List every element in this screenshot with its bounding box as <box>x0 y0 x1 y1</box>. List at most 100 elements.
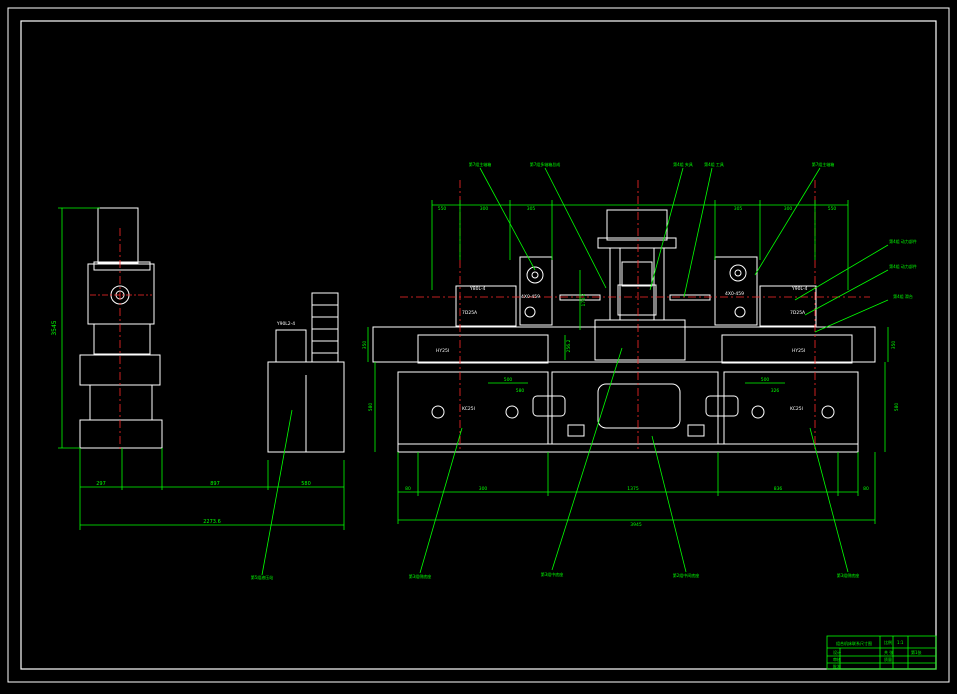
left-column-upper <box>93 323 151 355</box>
right-tool-bar <box>669 294 711 301</box>
callout-c6: 第4组 动力部件 <box>889 238 917 244</box>
label-slide-right: HY25I <box>792 348 805 354</box>
dim-right-h1: 350 <box>362 341 368 350</box>
label-motor-right: Y90L-4 <box>791 286 808 292</box>
left-side-view <box>79 207 163 449</box>
left-dimensions <box>58 207 345 530</box>
dim-left-w2: 897 <box>210 481 220 487</box>
dim-right-top1: 550 <box>438 206 447 212</box>
right-coupling-cover <box>705 395 739 417</box>
outer-frame <box>7 7 950 683</box>
dim-right-low4: 836 <box>774 486 783 492</box>
dim-right-top5: 300 <box>784 206 793 212</box>
dim-left-w3: 580 <box>301 481 311 487</box>
dim-right-top6: 550 <box>828 206 837 212</box>
label-base-right: KC25I <box>790 406 803 412</box>
dim-left-total: 2273.6 <box>203 519 221 525</box>
left-power-head <box>455 285 517 327</box>
dim-center-h2: 178.2 <box>581 293 587 306</box>
floor-plate <box>397 443 859 453</box>
right-dimensions <box>367 200 889 524</box>
left-motor-top <box>97 207 139 264</box>
callout-labels: 第7组主轴箱 第7组多轴箱总成 第4组 夹具 第4组 工具 第7组主轴箱 第4组… <box>409 161 917 579</box>
top-slideway <box>372 326 876 363</box>
fixture-post-right <box>653 247 665 321</box>
title-block-sheet-label: 共 张 <box>884 649 893 655</box>
callout-c8: 第4组 滑台 <box>893 293 913 299</box>
callout-c4: 第4组 工具 <box>704 161 724 167</box>
dim-left-height: 3545 <box>51 320 58 335</box>
dim-right-top3: 305 <box>527 206 536 212</box>
component-labels: Y80L-4 Y90L-4 4X0-459 4X0-459 HY25I HY25… <box>436 286 808 412</box>
dim-right-total: 3945 <box>630 522 642 528</box>
gear-details <box>431 264 835 419</box>
right-power-head <box>759 285 817 327</box>
title-block-mass-label: 质量 <box>884 656 892 662</box>
callout-c12: 第2组中间底座 <box>673 572 700 578</box>
title-block-title: 组合机床联系尺寸图 <box>836 640 872 646</box>
right-spindle-housing <box>714 256 758 326</box>
dim-left-w1: 297 <box>96 481 106 487</box>
hydraulic-cooler <box>311 292 339 363</box>
label-gear-right: 4X0-459 <box>725 291 744 297</box>
callout-c1: 第7组主轴箱 <box>469 161 492 167</box>
fixture-post-left <box>609 247 621 321</box>
label-pump: Y90L2-4 <box>276 321 295 327</box>
title-block-text: 组合机床联系尺寸图 设计 审核 批准 比例 1:1 共 张 第1张 质量 <box>833 639 922 669</box>
label-slide-left: HY25I <box>436 348 449 354</box>
dim-right-h2: 580 <box>368 403 374 412</box>
dim-slide-w4: 326 <box>771 388 780 394</box>
inner-frame <box>20 20 937 670</box>
dim-right-top2: 300 <box>480 206 489 212</box>
dim-right-low3: 1375 <box>627 486 639 492</box>
fixture-base <box>594 319 686 361</box>
title-block-sheet-value: 第1张 <box>911 649 922 655</box>
title-block-scale-value: 1:1 <box>897 640 904 645</box>
dim-slide-w1: 500 <box>504 377 513 383</box>
label-base-left: KC25I <box>462 406 475 412</box>
middle-left-slot <box>567 424 585 437</box>
label-power-right: 7D25A <box>790 310 806 316</box>
left-slide <box>417 334 549 364</box>
dim-right-low2: 300 <box>479 486 488 492</box>
fixture-crossbeam <box>597 237 677 249</box>
callout-c13: 第3组侧底座 <box>837 572 860 578</box>
left-coupling-cover <box>532 395 566 417</box>
callout-c3: 第4组 夹具 <box>673 161 693 167</box>
middle-base-door <box>597 383 681 429</box>
dim-slide-w3: 500 <box>761 377 770 383</box>
title-block-designer: 设计 <box>833 649 841 655</box>
fixture-cylinder <box>621 261 653 287</box>
leader-hydraulic <box>261 409 293 576</box>
callout-c11: 第3组中底座 <box>541 571 564 577</box>
leader-lines <box>419 167 889 574</box>
dim-slide-w2: 580 <box>516 388 525 394</box>
title-block-checker: 审核 <box>833 656 841 662</box>
left-motor-flange <box>93 261 151 271</box>
hydraulic-station <box>267 292 345 453</box>
fixture-top <box>606 209 668 241</box>
label-motor-left: Y80L-4 <box>469 286 486 292</box>
callout-hydraulic: 第5组液压站 <box>251 574 274 580</box>
dim-right-h4: 580 <box>894 403 900 412</box>
callout-c10: 第3组侧底座 <box>409 573 432 579</box>
middle-right-slot <box>687 424 705 437</box>
callout-c5: 第7组主轴箱 <box>812 161 835 167</box>
title-block-approver: 批准 <box>833 663 841 669</box>
title-block-scale-label: 比例 <box>884 639 892 645</box>
fixture-clamp <box>617 284 657 316</box>
dim-right-top4: 305 <box>734 206 743 212</box>
dim-right-low1: 80 <box>405 486 411 492</box>
right-slide <box>721 334 853 364</box>
hydraulic-pump-motor <box>275 329 307 363</box>
title-block <box>826 635 937 670</box>
dim-right-low5: 80 <box>863 486 869 492</box>
dim-right-h3: 350 <box>891 341 897 350</box>
left-spindle-housing <box>519 256 553 326</box>
dim-center-h: 256.2 <box>566 339 572 352</box>
label-power-left: 7D25A <box>462 310 478 316</box>
callout-c7: 第4组 动力部件 <box>889 263 917 269</box>
